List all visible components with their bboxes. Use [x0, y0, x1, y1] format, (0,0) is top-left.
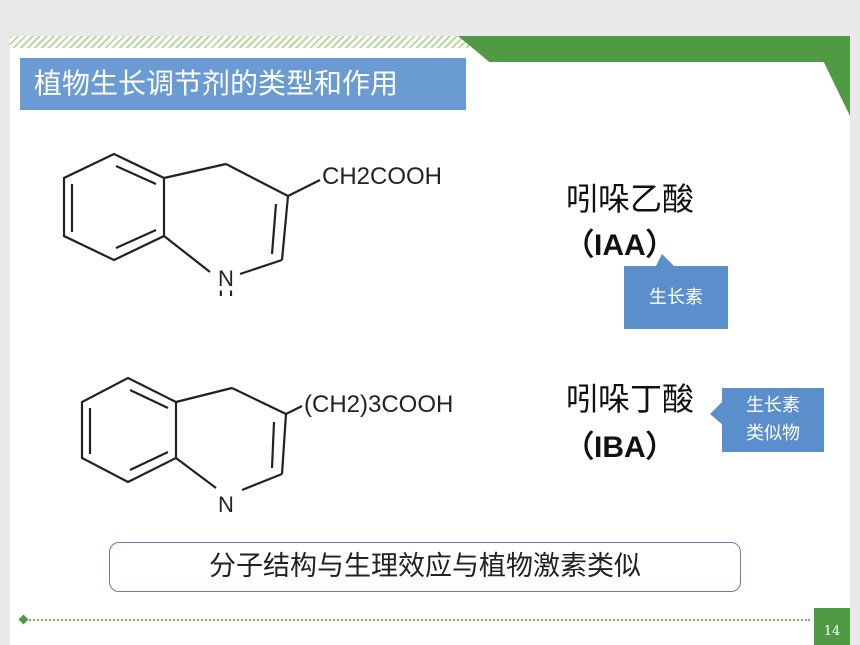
iaa-callout: 生长素	[624, 266, 728, 329]
iaa-substituent: CH2COOH	[322, 163, 442, 190]
iba-substituent: (CH2)3COOH	[304, 391, 453, 418]
iba-callout: 生长素 类似物	[722, 388, 824, 452]
slide: 植物生长调节剂的类型和作用 N H CH2COOH 吲哚乙酸 （IAA） 生长素	[10, 36, 850, 645]
iba-callout-pointer	[710, 400, 724, 426]
iaa-structure: N H CH2COOH	[62, 152, 442, 296]
slide-title: 植物生长调节剂的类型和作用	[20, 58, 466, 110]
iba-n-label: N	[218, 492, 234, 517]
iaa-h-label: H	[218, 286, 234, 296]
summary-box: 分子结构与生理效应与植物激素类似	[109, 542, 741, 592]
green-header-band	[458, 36, 850, 62]
iba-name: 吲哚丁酸	[566, 380, 695, 418]
iaa-n-label: N	[218, 266, 234, 291]
iaa-name: 吲哚乙酸	[566, 180, 695, 218]
footer-diamond-icon	[18, 614, 29, 625]
iaa-abbr: （IAA）	[564, 229, 676, 262]
iba-callout-line1: 生长素	[746, 395, 800, 416]
footer-dotted-line	[22, 619, 810, 621]
page-number: 14	[823, 624, 841, 639]
iba-abbr: （IBA）	[564, 431, 676, 464]
iaa-callout-text: 生长素	[649, 287, 703, 308]
page-number-tab	[814, 608, 850, 645]
iba-structure: N (CH2)3COOH	[80, 376, 453, 517]
iba-callout-line2: 类似物	[746, 423, 800, 444]
